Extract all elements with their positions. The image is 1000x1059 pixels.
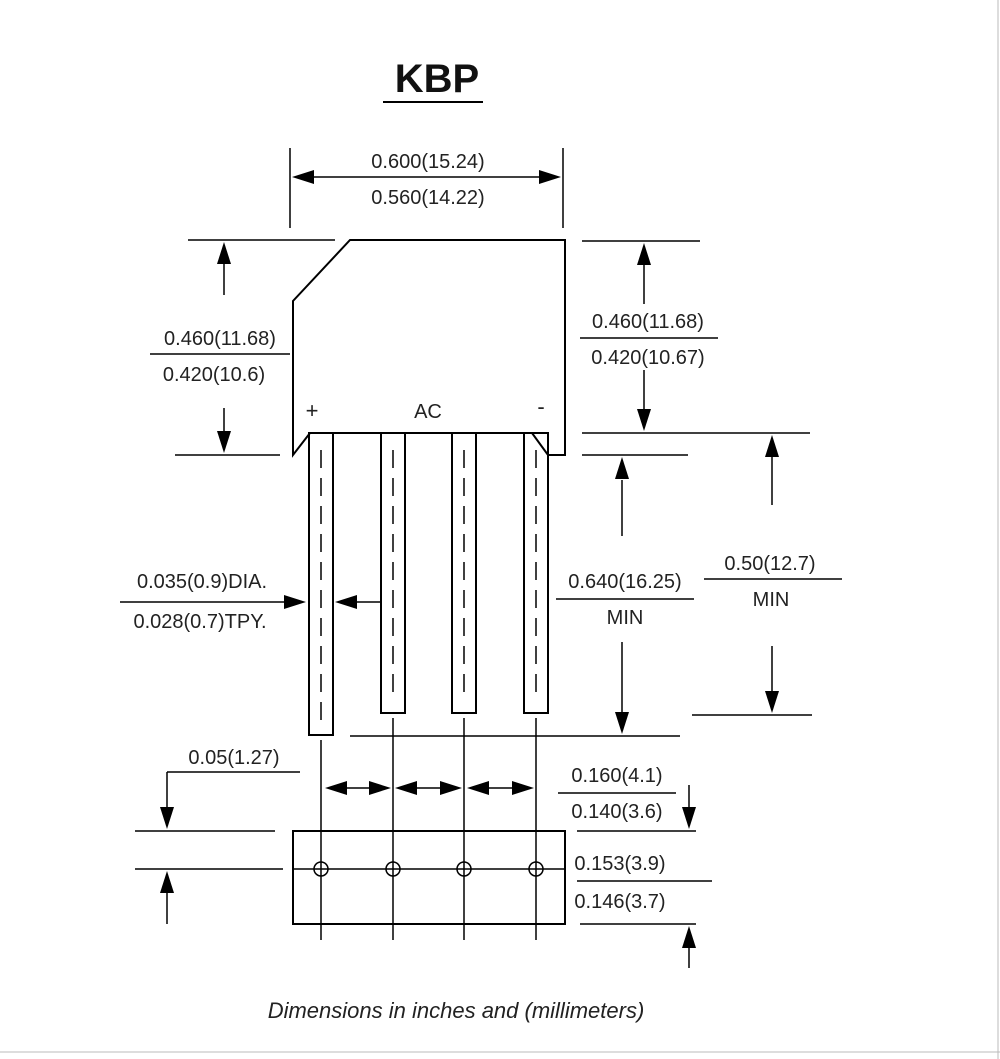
body-height-right-max: 0.460(11.68) [592, 311, 704, 333]
lead-length-outer-dimension: 0.50(12.7) MIN [692, 435, 842, 716]
lead-diameter-dimension: 0.035(0.9)DIA. 0.028(0.7)TPY. [120, 571, 380, 633]
body-width-max: 0.600(15.24) [371, 151, 484, 173]
lead-length-inner-max: 0.640(16.25) [568, 571, 681, 593]
lead-length-outer-max: 0.50(12.7) [724, 553, 815, 575]
body-height-left-min: 0.420(10.6) [163, 364, 265, 386]
lead-diameter-max: 0.035(0.9)DIA. [137, 571, 267, 593]
side-offset-dimension: 0.05(1.27) [135, 747, 300, 924]
side-thickness-min: 0.146(3.7) [574, 891, 665, 913]
side-view [292, 718, 566, 940]
body-width-dimension: 0.600(15.24) 0.560(14.22) [289, 148, 564, 228]
body-height-right-min: 0.420(10.67) [591, 347, 704, 369]
side-offset-value: 0.05(1.27) [188, 747, 279, 769]
lead-1 [308, 432, 334, 736]
pin-label-plus: + [306, 398, 319, 423]
body-height-left-max: 0.460(11.68) [164, 328, 276, 350]
pin-pitch-min: 0.140(3.6) [571, 801, 662, 823]
body-width-min: 0.560(14.22) [371, 187, 484, 209]
pin-label-ac: AC [414, 401, 442, 423]
units-caption: Dimensions in inches and (millimeters) [268, 998, 645, 1023]
side-thickness-dimension: 0.153(3.9) 0.146(3.7) [574, 853, 712, 968]
lead-length-outer-min: MIN [753, 589, 790, 611]
body-height-right-dimension: 0.460(11.68) 0.420(10.67) [580, 240, 810, 434]
pin-label-minus: - [537, 394, 544, 419]
body-height-left-dimension: 0.460(11.68) 0.420(10.6) [150, 239, 335, 456]
arrowhead-right [539, 170, 561, 184]
side-thickness-max: 0.153(3.9) [574, 853, 665, 875]
arrowhead-left [292, 170, 314, 184]
package-title: KBP [395, 57, 479, 101]
pin-pitch-dimension: 0.160(4.1) 0.140(3.6) [558, 765, 696, 832]
lead-length-inner-min: MIN [607, 607, 644, 629]
side-view-body [292, 830, 566, 925]
pin-pitch-arrows [325, 781, 534, 795]
lead-2 [380, 432, 406, 714]
lead-3 [451, 432, 477, 714]
pin-pitch-max: 0.160(4.1) [571, 765, 662, 787]
lead-length-inner-dimension: 0.640(16.25) MIN [350, 454, 694, 737]
lead-diameter-min: 0.028(0.7)TPY. [133, 611, 266, 633]
lead-4 [523, 432, 549, 714]
